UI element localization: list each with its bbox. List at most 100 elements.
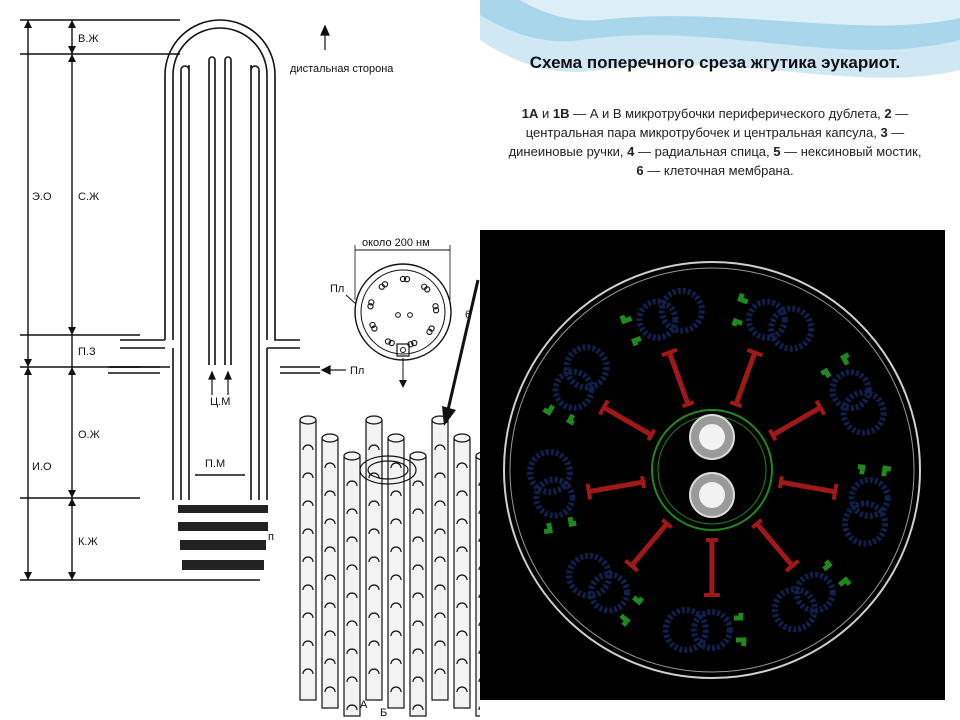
tube-arm [434, 640, 446, 647]
pointer-arrow [442, 279, 480, 426]
inner-dynein-arm [731, 317, 743, 327]
small-doublet-a [388, 339, 395, 347]
slide-caption: 1А и 1В — А и В микротрубочки перифериче… [505, 104, 925, 180]
spoke-foot [784, 559, 800, 573]
label-pm: П.М [205, 458, 225, 470]
tube-arm [368, 444, 380, 451]
label-distal: дистальная сторона [290, 63, 394, 75]
spoke-head [640, 475, 647, 489]
spoke-foot [624, 559, 639, 573]
label-around-200nm: около 200 нм [362, 237, 430, 249]
cm-arrows [208, 24, 346, 395]
tube-arm [478, 650, 480, 655]
tube-arm [368, 556, 380, 563]
small-cross-section: около 200 нм Пл 6 [330, 237, 471, 388]
small-doublet-b [432, 307, 440, 314]
tube-arm [478, 566, 480, 571]
tube-arm [346, 564, 358, 571]
a-tubule [588, 571, 631, 614]
flagellum-body [108, 19, 320, 500]
tube-arm [324, 462, 336, 469]
a-tubule [533, 476, 576, 519]
spoke-foot [831, 483, 839, 501]
cell-membrane-inner [509, 267, 915, 673]
tube-arm [434, 500, 446, 507]
b-tubule [771, 586, 818, 633]
small-doublet-a [411, 339, 418, 347]
tube-arm [434, 584, 446, 591]
tube-arm [412, 676, 424, 683]
spoke-foot [585, 483, 593, 500]
radial-spokes [585, 347, 839, 598]
tube-arm [368, 612, 380, 619]
tube-arm [390, 658, 402, 665]
axoneme-3d-drawing: А Б п [268, 392, 480, 720]
tube-arm [368, 584, 380, 591]
label-pl-top: Пл [330, 283, 344, 295]
small-doublet-b [403, 275, 411, 283]
tube-arm [324, 490, 336, 497]
label-p: п [268, 531, 274, 543]
tube-arm [324, 546, 336, 553]
tube [431, 419, 449, 701]
spoke-foot [746, 347, 764, 358]
tube-arm [390, 574, 402, 581]
label-szh: С.Ж [78, 191, 99, 203]
central-pair [689, 414, 735, 518]
radial-spoke [755, 522, 795, 568]
outer-dynein-arm [837, 576, 852, 587]
caption-term: 3 [880, 125, 888, 140]
tube-arm [412, 648, 424, 655]
a-tubule [793, 571, 836, 614]
tube-arm [346, 592, 358, 599]
tube-end [409, 451, 427, 461]
a-tubule [745, 298, 788, 341]
b-tubule [662, 606, 709, 653]
spoke-foot [598, 399, 610, 416]
label-six: 6 [465, 309, 471, 321]
inner-dynein-arm [567, 516, 577, 528]
central-capsule [651, 409, 773, 531]
outer-dynein-arm [619, 613, 631, 627]
tube-arm [456, 490, 468, 497]
tube [475, 455, 480, 717]
caption-term: 1А [521, 106, 539, 121]
outer-dynein-arm [735, 637, 747, 647]
tube-arm [324, 602, 336, 609]
small-doublet-a [399, 275, 407, 283]
tube-arm [478, 594, 480, 599]
caption-term: 6 [636, 163, 644, 178]
tube-arm [302, 528, 314, 535]
tube-arm [302, 472, 314, 479]
tube-arm [390, 462, 402, 469]
tube [321, 437, 339, 709]
caption-term: 2 [884, 106, 892, 121]
tube-arm [434, 528, 446, 535]
outer-dynein-arm [881, 465, 892, 477]
a-tubule [636, 298, 679, 341]
tube [453, 437, 471, 709]
tube-end [321, 433, 339, 443]
label-kzh: К.Ж [78, 536, 98, 548]
central-microtubule-top-core [699, 424, 725, 450]
tube-arm [324, 574, 336, 581]
tube-arm [346, 536, 358, 543]
dynein-arms [542, 292, 892, 647]
tube-arm [346, 648, 358, 655]
inner-dynein-arm [820, 367, 832, 379]
spoke-head [767, 428, 778, 442]
outer-dynein-arm [839, 352, 850, 366]
basal-body-hatch [178, 505, 268, 570]
tube-arm [324, 658, 336, 665]
tube-arm [390, 630, 402, 637]
tube-arm [302, 584, 314, 591]
tube-arm [302, 556, 314, 563]
tube-arm [434, 612, 446, 619]
tube-arm [390, 546, 402, 553]
spoke-foot [814, 399, 827, 416]
radial-spoke [629, 521, 669, 568]
inner-dynein-arm [631, 595, 645, 606]
tube-arm [456, 462, 468, 469]
tube-arm [368, 472, 380, 479]
outer-dynein-arm [619, 314, 633, 325]
